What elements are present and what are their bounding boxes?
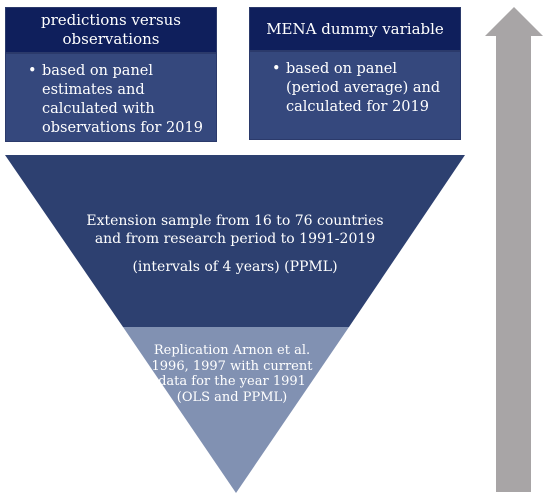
extension-line-2: and from research period to 1991-2019 <box>94 231 376 247</box>
lower-funnel-section <box>123 327 349 493</box>
replication-line-3: data for the year 1991 <box>158 374 306 389</box>
predictions-header-text: predictions versus observations <box>40 11 181 48</box>
upward-arrow <box>485 7 543 492</box>
predictions-bullet: based on panel estimates and calculated … <box>28 62 210 138</box>
upper-funnel-section <box>5 155 465 327</box>
extension-sample-text: Extension sample from 16 to 76 countries… <box>70 212 400 248</box>
mena-bullet: based on panel (period average) and calc… <box>272 60 454 117</box>
mena-header: MENA dummy variable <box>249 7 461 51</box>
extension-line-1: Extension sample from 16 to 76 countries <box>86 213 384 229</box>
mena-body: based on panel (period average) and calc… <box>249 51 461 140</box>
replication-text: Replication Arnon et al. 1996, 1997 with… <box>137 343 327 405</box>
intervals-note: (intervals of 4 years) (PPML) <box>132 259 338 275</box>
mena-header-text: MENA dummy variable <box>266 19 444 38</box>
replication-line-4: (OLS and PPML) <box>176 389 288 405</box>
predictions-body: based on panel estimates and calculated … <box>5 53 217 142</box>
replication-line-2: 1996, 1997 with current <box>151 358 313 374</box>
replication-line-1: Replication Arnon et al. <box>153 343 311 358</box>
predictions-header: predictions versus observations <box>5 7 217 53</box>
